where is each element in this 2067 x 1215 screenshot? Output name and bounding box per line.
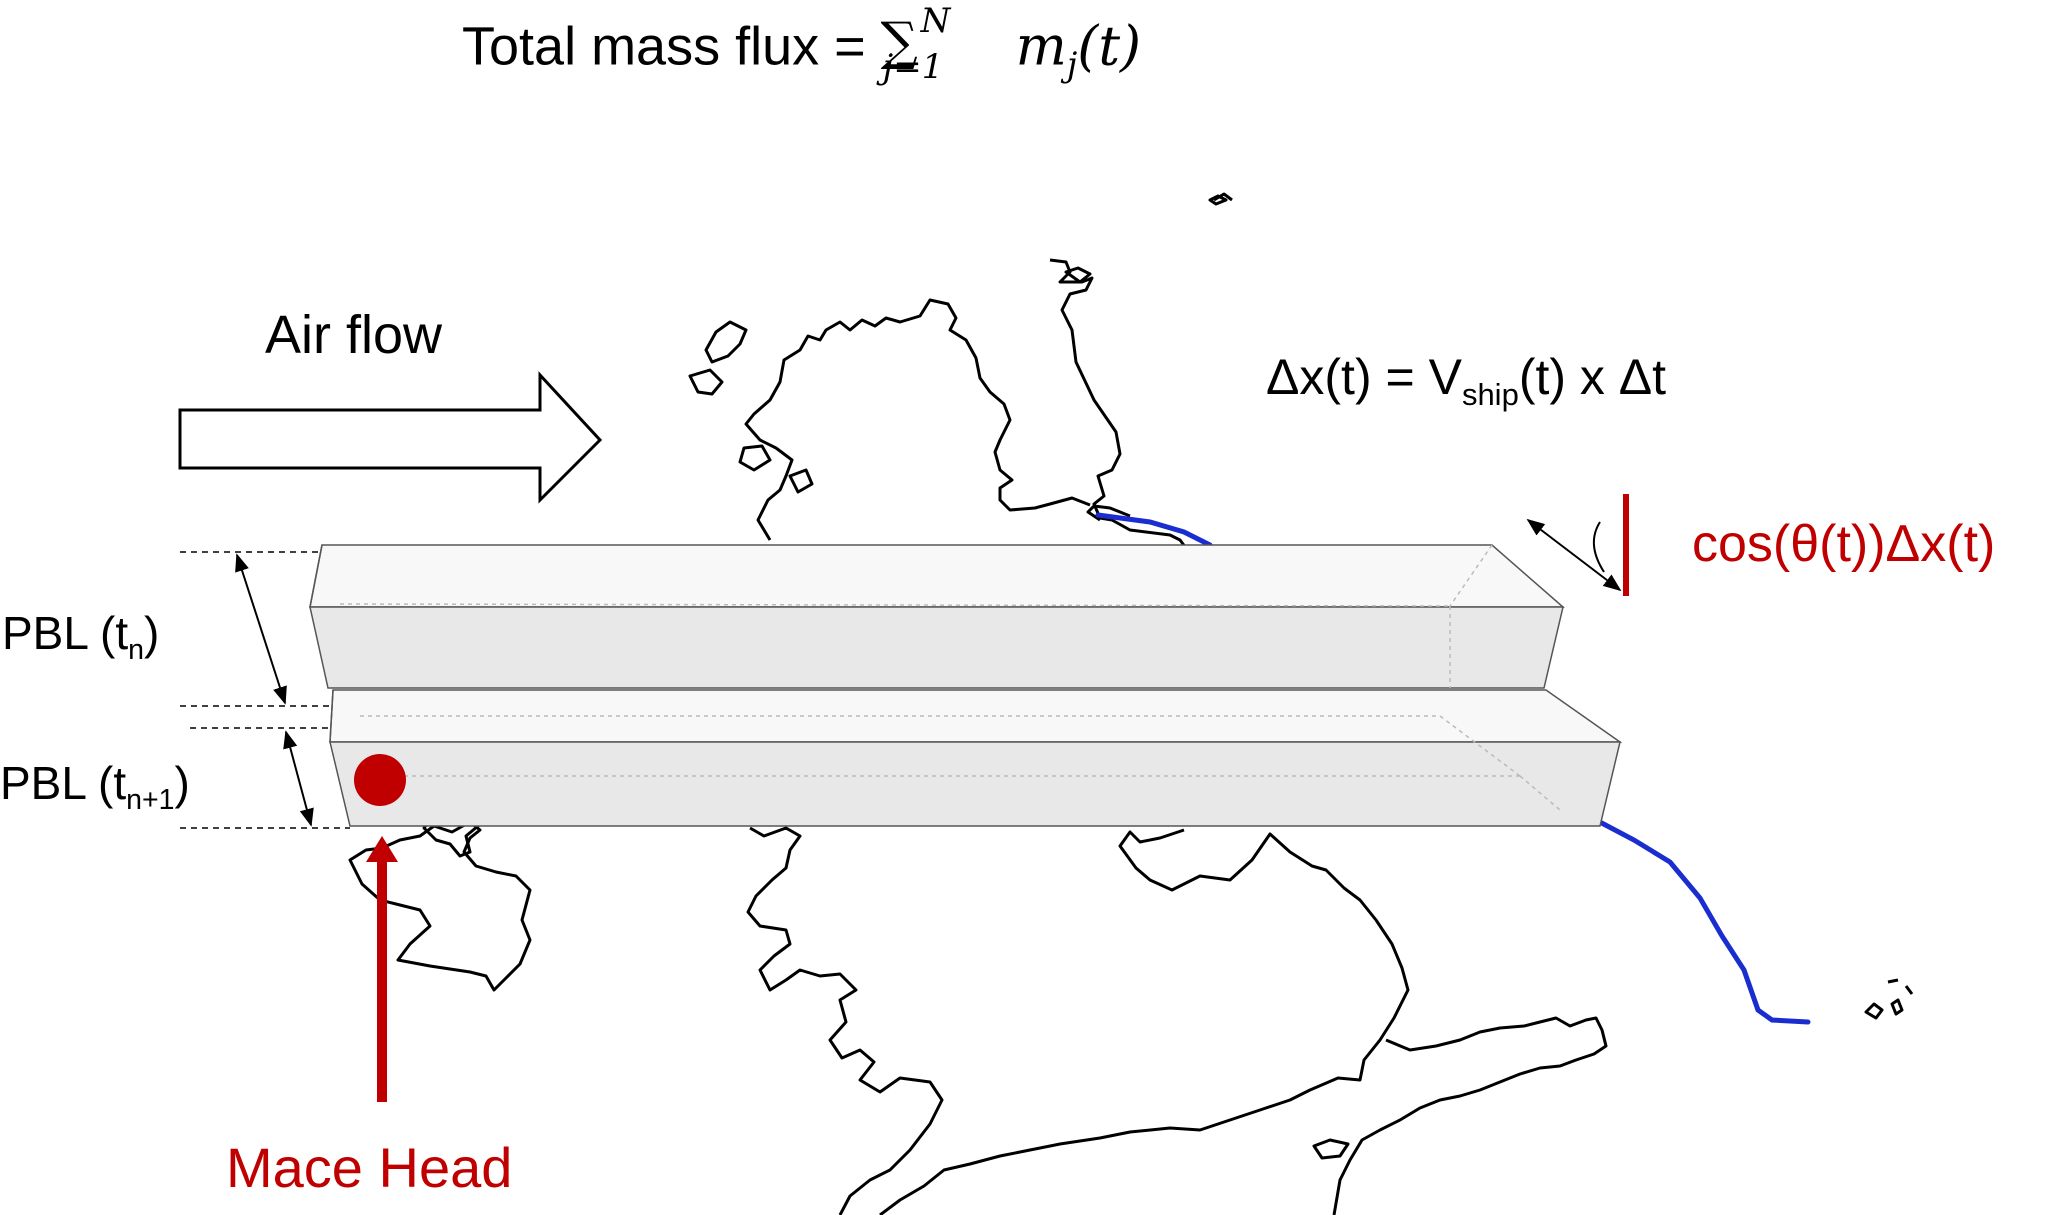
summand-index: j: [1066, 44, 1078, 84]
hebrides-islands: [688, 320, 814, 494]
sum-symbol: ∑: [880, 12, 918, 72]
pbl-box-tn: [309, 544, 1565, 689]
cos-theta-label: cos(θ(t))Δx(t): [1692, 515, 1996, 573]
pbl-box-tn-top: [309, 544, 1565, 608]
sum-lower-limit: j=1: [882, 47, 944, 87]
summand-arg: (t): [1077, 14, 1142, 78]
pbl-tn1-height-arrow: [283, 730, 314, 827]
mace-head-label: Mace Head: [226, 1136, 513, 1199]
small-north-island: [1213, 192, 1233, 202]
angle-arrow: [1526, 518, 1622, 592]
mace-head-pointer-head: [366, 836, 398, 862]
pbl-box-tn1-front: [329, 741, 1621, 827]
dx-rhs: (t) x Δt: [1518, 349, 1667, 405]
scotland-coastline: [744, 258, 1188, 549]
firth-of-forth: [1086, 504, 1131, 522]
air-flow-label: Air flow: [265, 305, 443, 365]
pbl-box-tn1: [329, 689, 1623, 827]
northern-isles: [1064, 194, 1228, 284]
equation-prefix: Total mass flux =: [462, 16, 881, 77]
ship-track-south: [1593, 817, 1811, 1025]
dx-equation: Δx(t) = Vship(t) x Δt: [1266, 349, 1667, 410]
pbl-tn-height-arrow: [235, 553, 287, 705]
pbl-height-guides: [180, 551, 350, 829]
dx-ship-sub: ship: [1461, 376, 1519, 412]
england-wales-coastline: [746, 826, 1608, 1215]
angle-arc: [1593, 521, 1605, 573]
isle-of-wight: [1312, 1138, 1350, 1160]
summand: m: [1015, 14, 1067, 78]
air-flow-arrow: [178, 371, 603, 504]
sum-upper-limit: N: [920, 1, 951, 41]
mace-head-marker: [354, 754, 406, 806]
east-anglia-marks: [1864, 978, 1914, 1020]
dx-lhs: Δx(t) = V: [1266, 349, 1462, 405]
pbl-tn1-label: PBL (tn+1): [0, 757, 190, 816]
pbl-tn-label: PBL (tn): [2, 607, 160, 666]
ship-track-north: [1095, 512, 1213, 548]
pbl-box-tn-front: [309, 606, 1564, 689]
